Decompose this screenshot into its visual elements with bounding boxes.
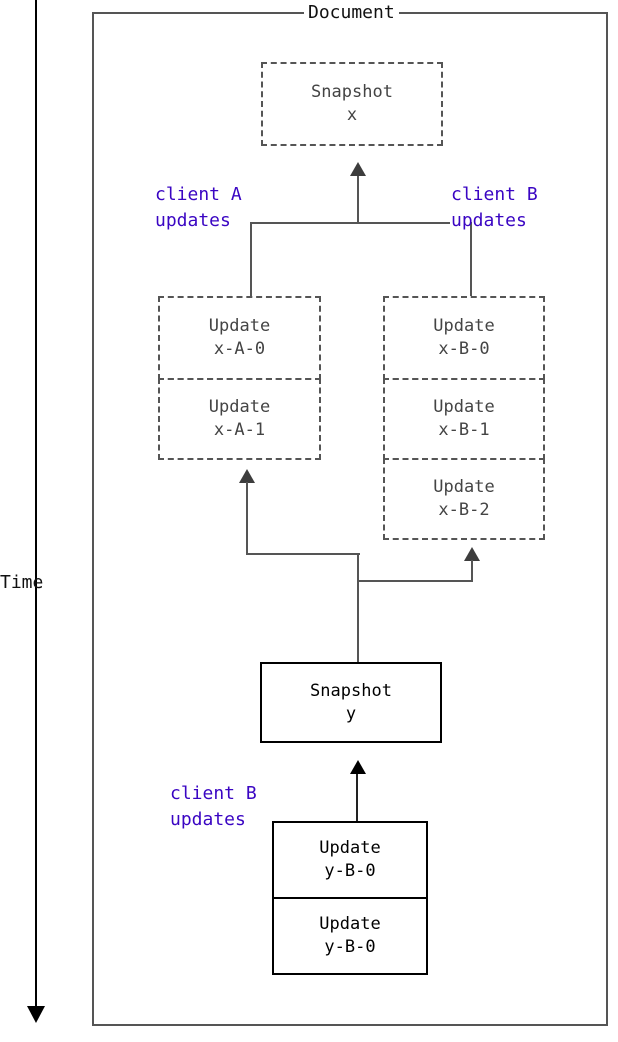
client-b-bottom-label-line2: updates <box>170 808 246 830</box>
update-box-x-A-0: Update x-A-0 <box>158 296 321 380</box>
connector-y-updates-to-snapshot-y <box>356 774 358 822</box>
update-x-B-1-title: Update <box>433 397 495 418</box>
update-x-B-2-title: Update <box>433 477 495 498</box>
time-axis-line <box>35 0 37 1008</box>
snapshot-x-box: Snapshot x <box>261 62 443 146</box>
snapshot-x-id: x <box>346 105 358 125</box>
update-y-B-0-first-title: Update <box>319 838 381 859</box>
update-y-B-0-second-id: y-B-0 <box>324 937 376 957</box>
arrow-up-icon-to-x-B-2 <box>464 547 480 561</box>
document-title: Document <box>304 2 399 23</box>
update-box-x-B-0: Update x-B-0 <box>383 296 545 380</box>
snapshot-y-box: Snapshot y <box>260 662 442 743</box>
update-y-B-0-first-id: y-B-0 <box>324 861 376 881</box>
arrow-up-icon-to-snapshot-x <box>350 162 366 176</box>
update-box-x-A-1: Update x-A-1 <box>158 378 321 460</box>
connector-client-b-leg <box>470 222 472 296</box>
update-box-y-B-0-first: Update y-B-0 <box>272 821 428 899</box>
snapshot-x-title: Snapshot <box>311 82 393 103</box>
update-y-B-0-second-title: Update <box>319 914 381 935</box>
client-a-updates-label: client A updates <box>155 182 242 233</box>
update-x-B-0-title: Update <box>433 316 495 337</box>
client-b-label-line1: client B <box>451 184 538 205</box>
update-x-A-0-id: x-A-0 <box>213 339 266 359</box>
connector-snapshot-y-trunk <box>357 553 359 663</box>
update-box-x-B-2: Update x-B-2 <box>383 458 545 540</box>
update-box-x-B-1: Update x-B-1 <box>383 378 545 460</box>
client-b-label-line2: updates <box>451 209 527 231</box>
update-x-B-1-id: x-B-1 <box>438 420 490 440</box>
arrow-down-icon <box>27 1006 45 1023</box>
time-axis-label: Time <box>0 572 44 593</box>
client-a-label-line1: client A <box>155 184 242 205</box>
connector-snapshot-y-to-client-a-horizontal <box>246 553 360 555</box>
client-a-label-line2: updates <box>155 209 231 231</box>
client-b-bottom-label-line1: client B <box>170 783 257 804</box>
update-x-B-2-id: x-B-2 <box>438 500 490 520</box>
connector-clients-merge-bar <box>251 222 450 224</box>
update-x-B-0-id: x-B-0 <box>438 339 490 359</box>
client-b-updates-label: client B updates <box>451 182 538 233</box>
connector-merge-to-snapshot-x <box>357 175 359 223</box>
arrow-up-icon-to-snapshot-y <box>350 760 366 774</box>
connector-snapshot-y-to-client-b-vertical <box>471 560 473 582</box>
snapshot-y-id: y <box>345 703 357 724</box>
arrow-up-icon-to-x-A-1 <box>239 469 255 483</box>
update-x-A-0-title: Update <box>208 316 271 337</box>
update-x-A-1-title: Update <box>208 397 271 418</box>
connector-snapshot-y-to-client-a-vertical <box>246 482 248 554</box>
connector-snapshot-y-to-client-b-horizontal <box>358 580 473 582</box>
snapshot-y-title: Snapshot <box>310 680 392 701</box>
update-x-A-1-id: x-A-1 <box>213 420 266 440</box>
client-b-updates-label-bottom: client B updates <box>170 781 257 832</box>
connector-client-a-leg <box>250 222 252 296</box>
update-box-y-B-0-second: Update y-B-0 <box>272 897 428 975</box>
